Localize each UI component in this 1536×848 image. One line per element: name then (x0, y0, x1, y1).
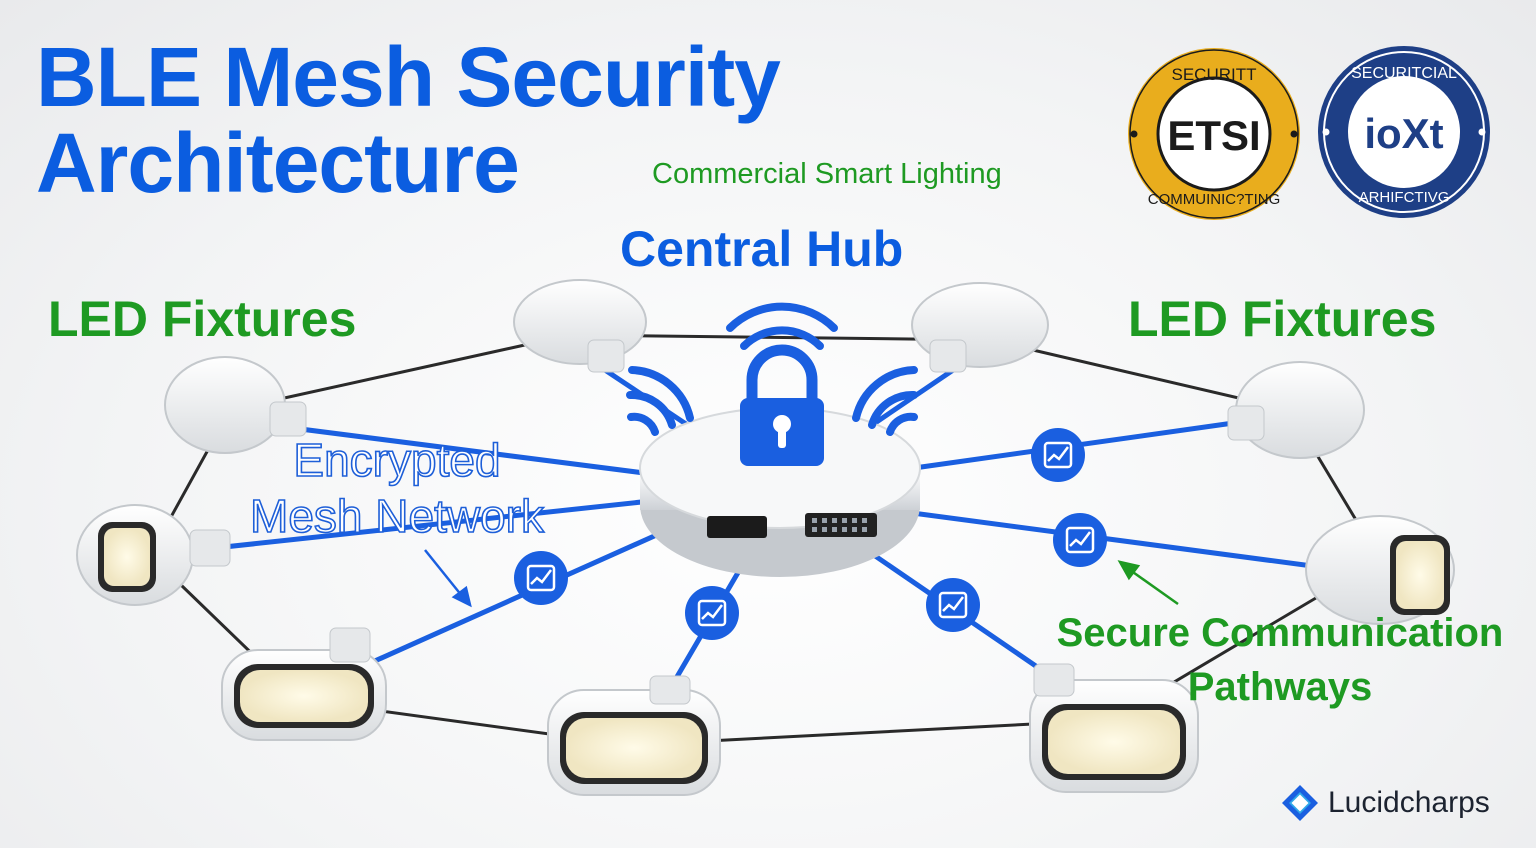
pointer-arrow (1117, 560, 1179, 606)
led-fixture (547, 675, 721, 796)
led-fixture (1227, 361, 1365, 459)
badge-bottom-arc: ARHIFCTIVG (1359, 189, 1450, 206)
pointer-arrow (424, 549, 472, 608)
wifi-signal-icon (626, 366, 694, 436)
secure-pathways-label: Secure Communication Pathways (1040, 606, 1520, 714)
led-fixture (1029, 663, 1199, 793)
padlock-icon (740, 344, 824, 466)
encrypted-line-2: Mesh Network (249, 489, 545, 543)
badge-top-arc: SECURITT (1172, 65, 1257, 84)
led-fixtures-left-label: LED Fixtures (48, 291, 357, 347)
encrypted-line-1: Encrypted (293, 433, 502, 487)
spoke (899, 412, 1291, 473)
led-fixture (911, 282, 1049, 373)
led-fixture (221, 627, 387, 741)
badge-bottom-arc: COMMUINIC?TING (1148, 191, 1281, 208)
central-hub-label: Central Hub (620, 221, 904, 277)
secure-line-1: Secure Communication (1056, 611, 1504, 655)
led-fixture (164, 356, 307, 454)
led-fixtures-right-label: LED Fixtures (1128, 291, 1437, 347)
encrypted-mesh-label: Encrypted Mesh Network (249, 432, 545, 544)
ioxt-certification-badge: ioXt SECURITCIAL ARHIFCTIVG (1318, 46, 1490, 218)
chart-node-icon (1031, 428, 1085, 482)
title-line-1: BLE Mesh Security (36, 30, 781, 124)
chart-node-icon (685, 586, 739, 640)
led-fixture (1305, 515, 1455, 625)
spoke (889, 507, 1381, 578)
brand-name: Lucidcharps (1328, 786, 1490, 819)
led-fixture (76, 504, 231, 606)
secure-line-2: Pathways (1187, 665, 1373, 709)
central-hub (639, 407, 921, 577)
lucid-logo-icon (1282, 785, 1318, 821)
badge-center-label: ioXt (1364, 110, 1443, 157)
chart-node-icon (1053, 513, 1107, 567)
chart-node-icon (926, 578, 980, 632)
page-title: BLE Mesh Security Architecture (36, 34, 781, 206)
brand-logo: Lucidcharps (1280, 783, 1490, 823)
chart-node-icon (514, 551, 568, 605)
badge-center-label: ETSI (1167, 112, 1260, 159)
ring-cable (229, 333, 571, 412)
title-line-2: Architecture (36, 116, 520, 210)
etsi-certification-badge: ETSI SECURITT COMMUINIC?TING (1128, 48, 1300, 220)
wifi-signal-icon (852, 366, 918, 436)
hub-port (707, 516, 767, 538)
spoke (149, 497, 661, 558)
badge-top-arc: SECURITCIAL (1351, 65, 1457, 82)
wifi-signal-icon (726, 302, 838, 366)
hub-port-grid (805, 513, 877, 537)
subtitle: Commercial Smart Lighting (652, 158, 1002, 190)
led-fixture (513, 279, 647, 373)
